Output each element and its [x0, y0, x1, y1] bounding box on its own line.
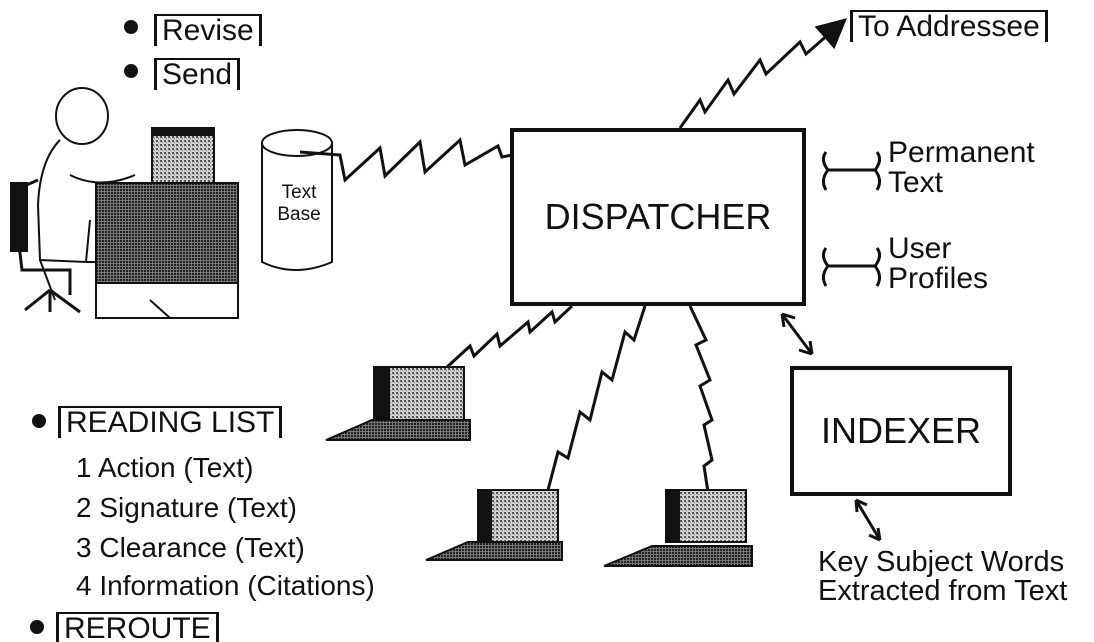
bullet-reroute [30, 620, 44, 634]
permanent-text-label: Permanent Text [888, 138, 1078, 198]
reading-list-item-label: Information (Citations) [99, 570, 374, 601]
bullet-revise [124, 20, 138, 34]
reading-list-item[interactable]: 1 Action (Text) [76, 454, 253, 482]
bidirectional-arrow-icon [856, 500, 880, 540]
indexer-box: INDEXER [790, 366, 1012, 496]
send-option[interactable]: Send [154, 58, 240, 90]
reading-list-item-label: Signature (Text) [99, 492, 297, 523]
computer-terminal-icon [326, 367, 470, 440]
reading-list-item[interactable]: 3 Clearance (Text) [76, 534, 305, 562]
dispatcher-box: DISPATCHER [510, 128, 806, 306]
reading-list-item-number: 4 [76, 570, 92, 601]
revise-option[interactable]: Revise [154, 14, 262, 46]
bullet-send [124, 64, 138, 78]
reading-list-item-number: 3 [76, 532, 92, 563]
computer-terminal-icon [604, 490, 752, 566]
reroute-option[interactable]: REROUTE [56, 612, 219, 642]
key-subject-words-label: Key Subject Words Extracted from Text [818, 548, 1088, 606]
bidirectional-arrow-icon [823, 152, 879, 190]
reading-list-item-number: 2 [76, 492, 92, 523]
computer-terminal-icon [426, 490, 562, 560]
reading-list-option[interactable]: READING LIST [58, 406, 282, 438]
link-dispatcher-terminal-2 [548, 306, 645, 490]
reading-list-item-number: 1 [76, 452, 92, 483]
link-dispatcher-terminal-1 [446, 306, 572, 368]
to-addressee-label: To Addressee [850, 10, 1048, 42]
link-dispatcher-terminal-3 [690, 306, 712, 492]
user-profiles-label: User Profiles [888, 234, 1028, 294]
indexer-label: INDEXER [821, 410, 981, 452]
dispatcher-label: DISPATCHER [545, 196, 772, 238]
workstation-monitor [152, 128, 214, 183]
reading-list-item-label: Clearance (Text) [99, 532, 304, 563]
reading-list-item[interactable]: 2 Signature (Text) [76, 494, 297, 522]
text-base-label: Text Base [272, 182, 326, 226]
bidirectional-arrow-icon [823, 248, 879, 286]
reading-list-item-label: Action (Text) [98, 452, 254, 483]
bullet-reading-list [32, 414, 46, 428]
bidirectional-arrow-icon [782, 314, 812, 354]
link-dispatcher-addressee [680, 26, 838, 128]
reading-list-item[interactable]: 4 Information (Citations) [76, 572, 375, 600]
